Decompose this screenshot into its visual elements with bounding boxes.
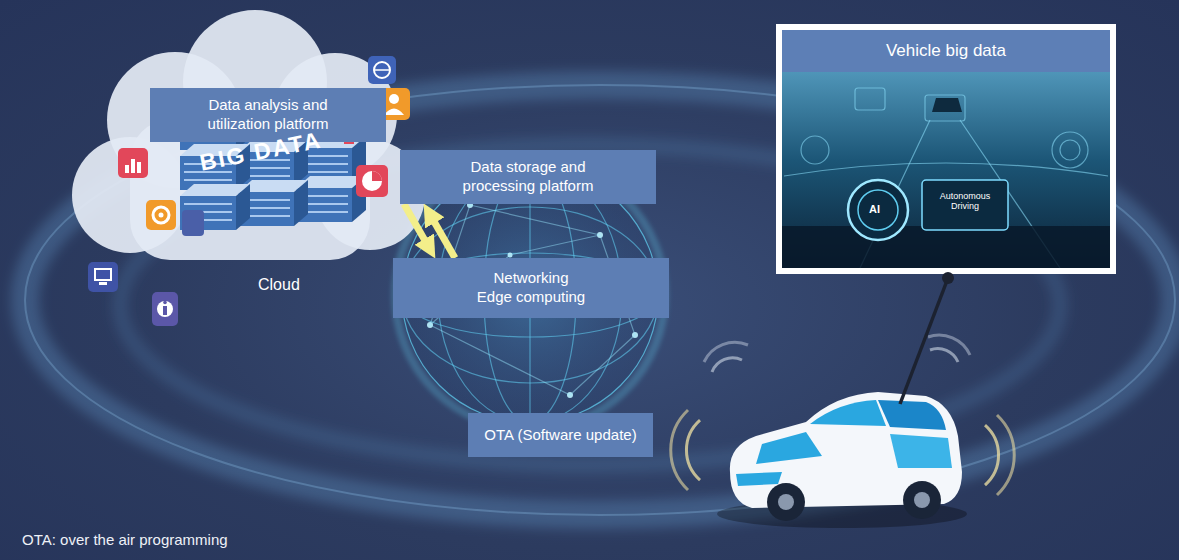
node-text: Data storage and processing platform [453, 158, 603, 196]
screen-label: AI [869, 203, 880, 216]
node-text: Data analysis and utilization platform [193, 96, 343, 134]
data-flow-arrow [431, 217, 455, 258]
platform-box: Data analysis and utilization platform [150, 88, 386, 142]
node-text: Networking Edge computing [475, 269, 587, 307]
vehicle-data-panel: Vehicle big data [776, 24, 1116, 274]
node-text: OTA (Software update) [484, 426, 636, 445]
data-flow-arrow [404, 204, 428, 245]
cloud-label: Cloud [258, 276, 300, 294]
footnote: OTA: over the air programming [22, 531, 228, 548]
screen-label: Autonomous Driving [928, 191, 1002, 212]
platform-box: Data storage and processing platform [400, 150, 656, 204]
ota-box: OTA (Software update) [468, 413, 653, 457]
network-box: Networking Edge computing [393, 258, 669, 318]
node-text: Vehicle big data [782, 30, 1110, 72]
